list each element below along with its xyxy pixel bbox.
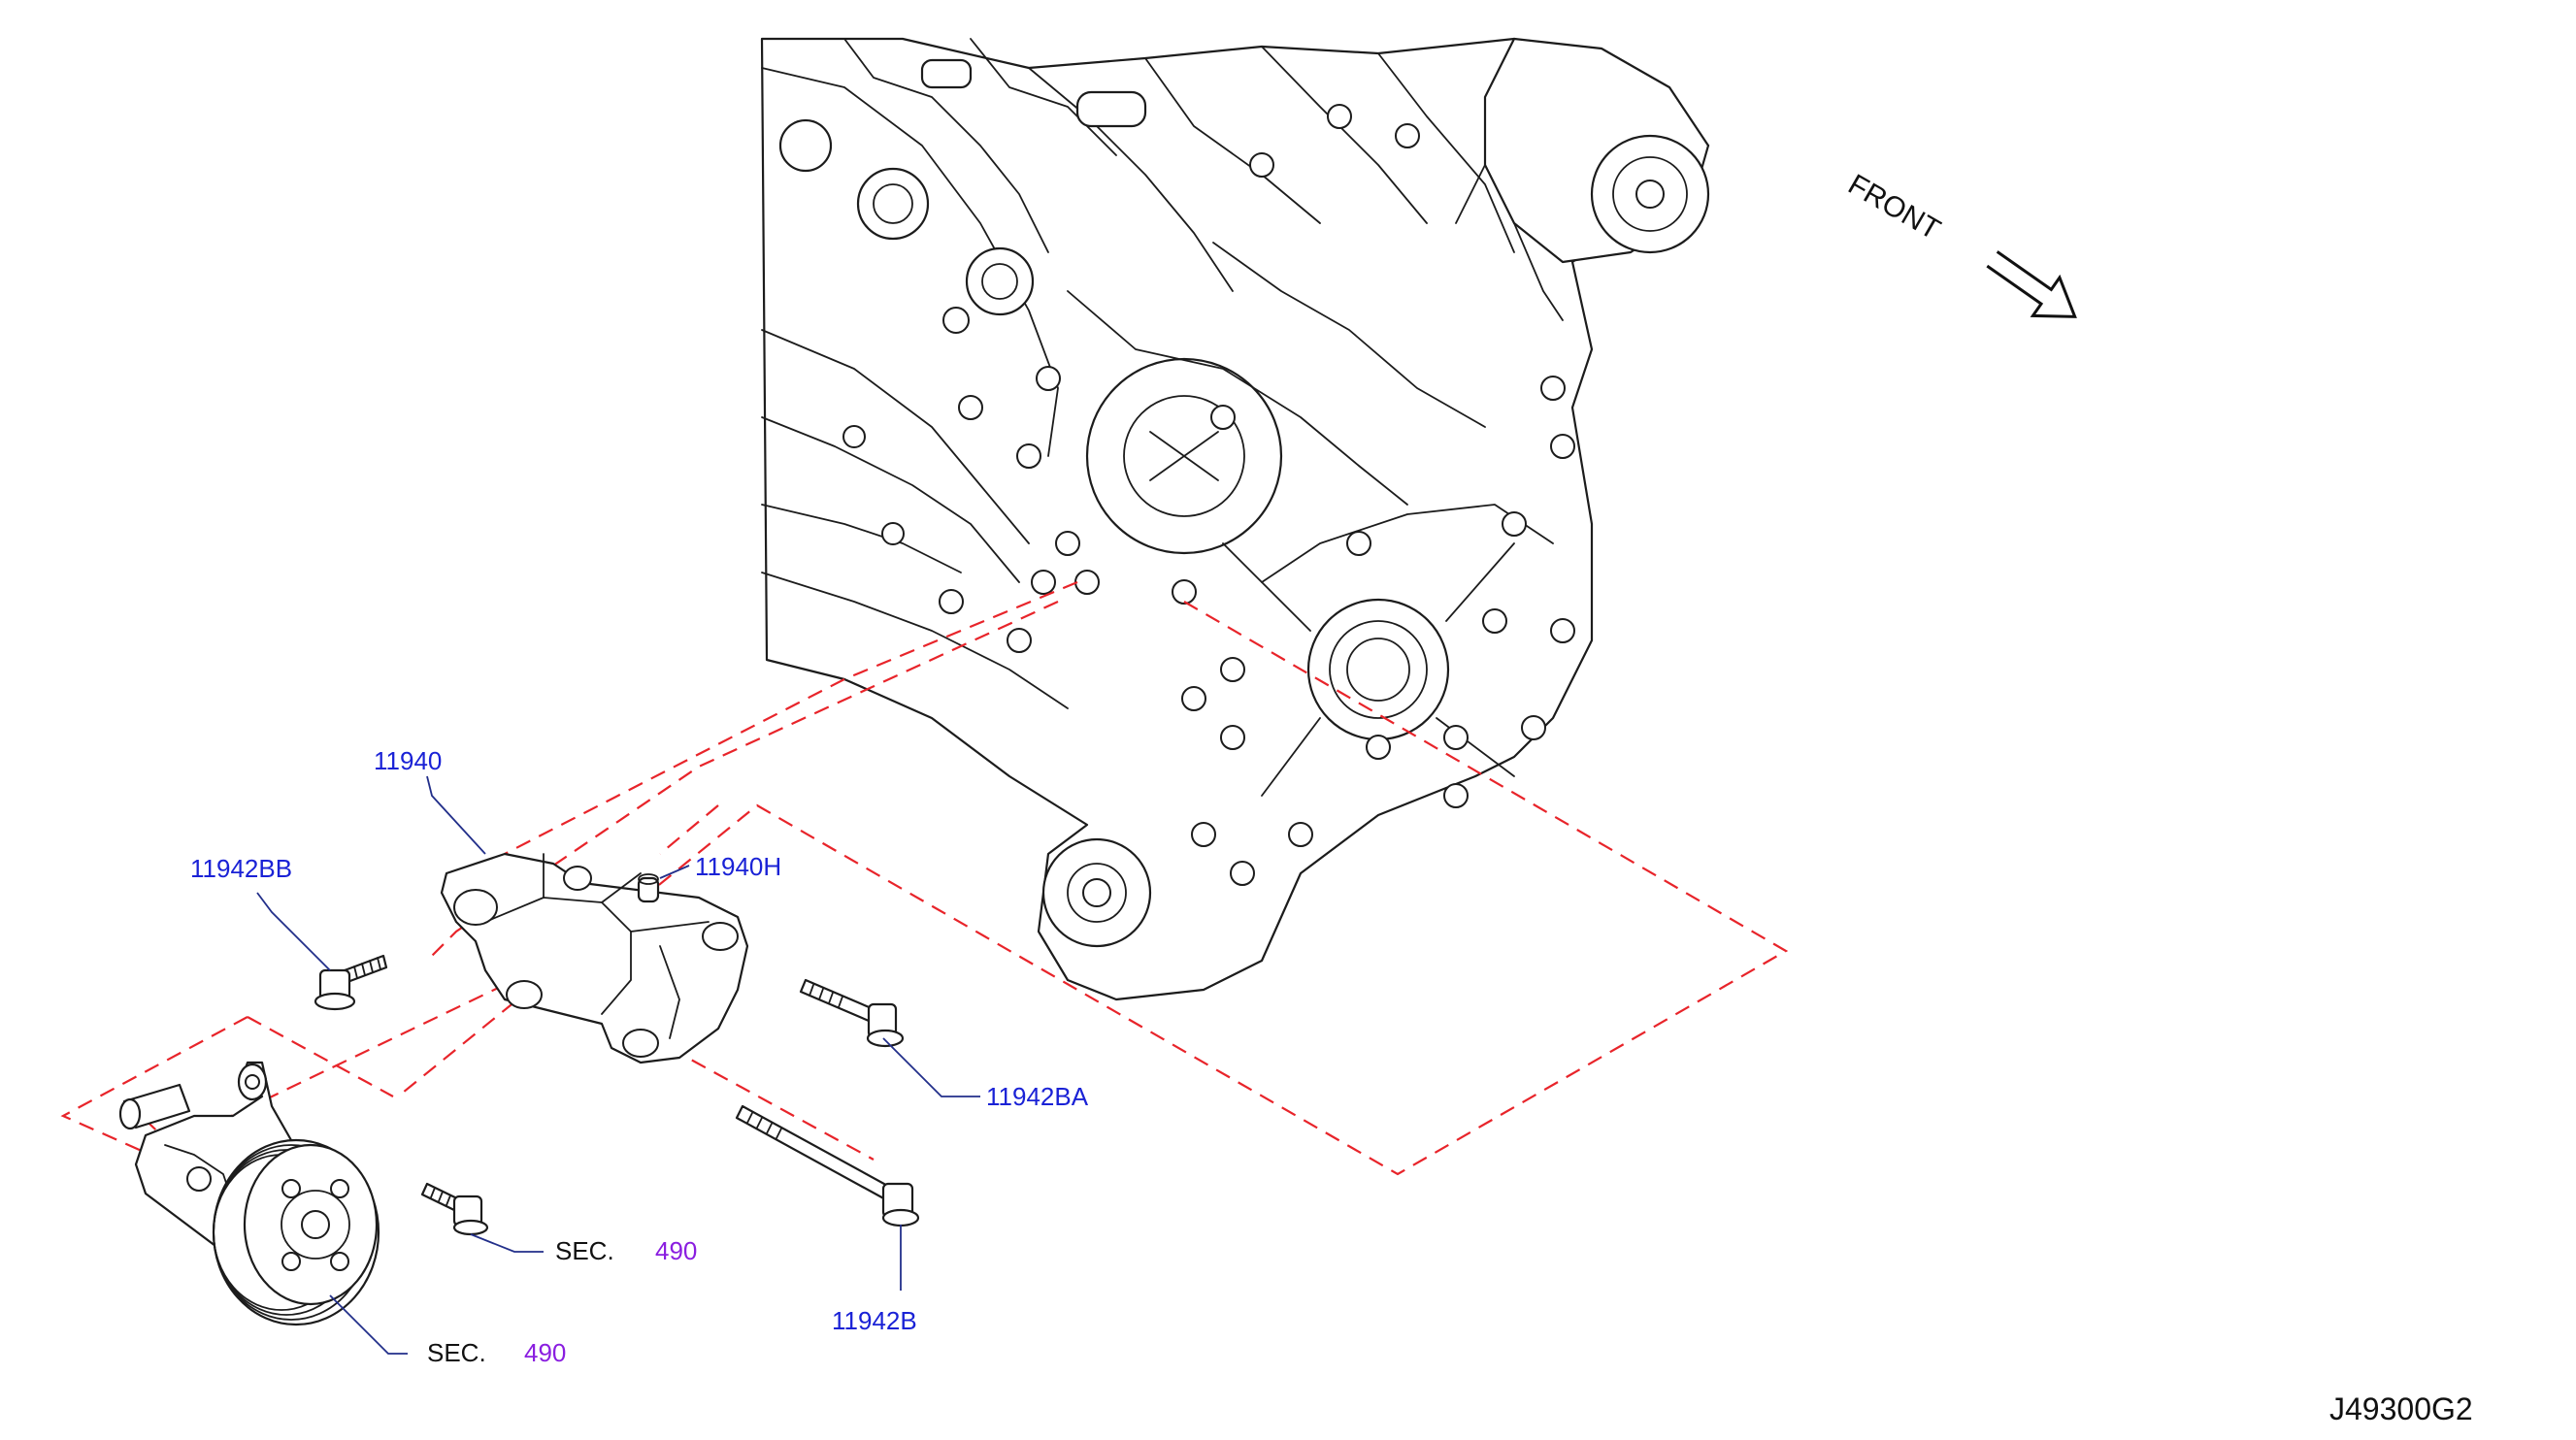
callout-11942ba: 11942BA	[986, 1082, 1089, 1111]
sec-bolt-number: 490	[655, 1236, 697, 1265]
sec-bolt-prefix: SEC.	[555, 1236, 614, 1265]
callout-11940: 11940	[374, 746, 442, 775]
front-indicator: FRONT	[1843, 168, 2077, 318]
callout-labels: 11940 11942BB 11940H 11942BA 11942B SEC.…	[190, 746, 1089, 1367]
pump-mount-bolt	[420, 1182, 489, 1236]
spacer-11940h	[637, 873, 660, 903]
callout-11942b: 11942B	[832, 1306, 917, 1335]
diagram-code: J49300G2	[2329, 1391, 2473, 1426]
bolt-11942ba	[799, 978, 905, 1048]
sec-pump-number: 490	[524, 1338, 566, 1367]
front-arrow-icon	[1986, 250, 2077, 318]
bolt-11942bb	[314, 954, 388, 1011]
alignment-guides	[60, 580, 1789, 1224]
leader-lines	[256, 775, 980, 1355]
front-label: FRONT	[1843, 168, 1946, 245]
engine-block	[760, 37, 1710, 1001]
sec-pump-prefix: SEC.	[427, 1338, 486, 1367]
bracket-11940	[440, 852, 749, 1064]
callout-11942bb: 11942BB	[190, 854, 292, 883]
callout-11940h: 11940H	[695, 852, 781, 881]
power-steering-pump	[118, 1061, 380, 1326]
bolt-11942b	[735, 1104, 920, 1227]
